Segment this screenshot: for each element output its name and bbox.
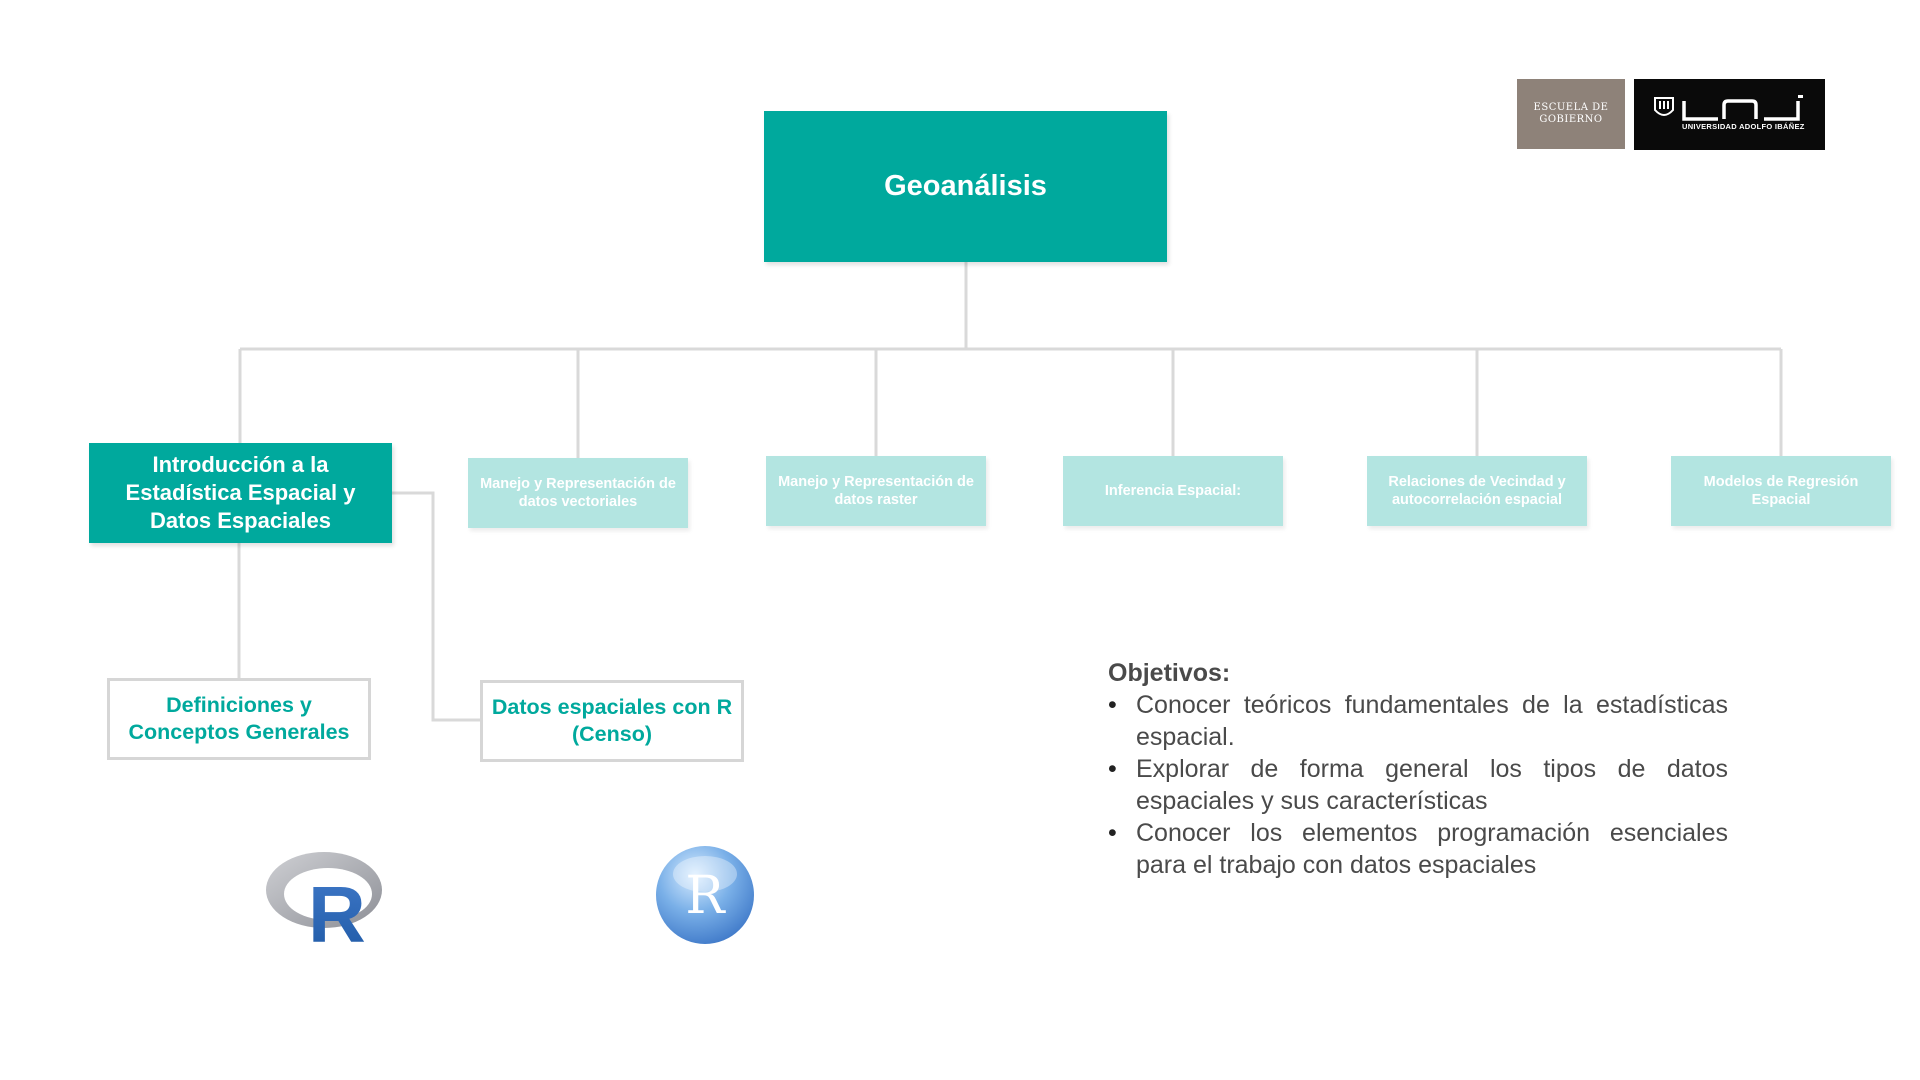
escuela-line2: GOBIERNO: [1539, 114, 1603, 125]
node-label: Manejo y Representación de datos raster: [778, 474, 974, 508]
subnode-datos-espaciales-r: Datos espaciales con R (Censo): [480, 680, 744, 762]
rstudio-r-icon: R: [656, 846, 754, 944]
uai-caption: UNIVERSIDAD ADOLFO IBÁÑEZ: [1682, 122, 1805, 131]
node-introduccion: Introducción a la Estadística Espacial y…: [89, 443, 392, 543]
root-label: Geoanálisis: [884, 170, 1047, 202]
node-relaciones-vecindad: Relaciones de Vecindad y autocorrelación…: [1367, 456, 1587, 526]
node-label: Introducción a la Estadística Espacial y…: [125, 452, 356, 533]
objectives-section: Objetivos: Conocer teóricos fundamentale…: [1108, 657, 1728, 881]
r-logo-icon: R: [266, 852, 382, 948]
objective-item: Conocer los elementos programación esenc…: [1108, 817, 1728, 881]
subnode-label: Datos espaciales con R (Censo): [491, 695, 733, 746]
root-node-geoanalisis: Geoanálisis: [764, 111, 1167, 262]
node-datos-vectoriales: Manejo y Representación de datos vectori…: [468, 458, 688, 528]
objectives-heading: Objetivos:: [1108, 659, 1231, 687]
objectives-list: Conocer teóricos fundamentales de la est…: [1108, 689, 1728, 881]
node-inferencia-espacial: Inferencia Espacial:: [1063, 456, 1283, 526]
uai-crest-icon: [1654, 95, 1803, 121]
node-label: Modelos de Regresión Espacial: [1703, 474, 1859, 508]
node-modelos-regresion: Modelos de Regresión Espacial: [1671, 456, 1891, 526]
rstudio-r-letter: R: [685, 866, 726, 926]
r-logo-letter: R: [308, 870, 366, 948]
node-label: Inferencia Espacial:: [1104, 483, 1242, 499]
node-datos-raster: Manejo y Representación de datos raster: [766, 456, 986, 526]
escuela-line1: ESCUELA DE: [1533, 102, 1609, 113]
node-label: Relaciones de Vecindad y autocorrelación…: [1388, 474, 1566, 508]
objective-item: Explorar de forma general los tipos de d…: [1108, 753, 1728, 817]
escuela-gobierno-logo: ESCUELA DE GOBIERNO: [1517, 79, 1625, 149]
uai-logo: UNIVERSIDAD ADOLFO IBÁÑEZ: [1634, 79, 1825, 150]
subnode-label: Definiciones y Conceptos Generales: [128, 693, 350, 744]
subnode-definiciones: Definiciones y Conceptos Generales: [107, 678, 371, 760]
objective-item: Conocer teóricos fundamentales de la est…: [1108, 689, 1728, 753]
node-label: Manejo y Representación de datos vectori…: [480, 476, 676, 510]
